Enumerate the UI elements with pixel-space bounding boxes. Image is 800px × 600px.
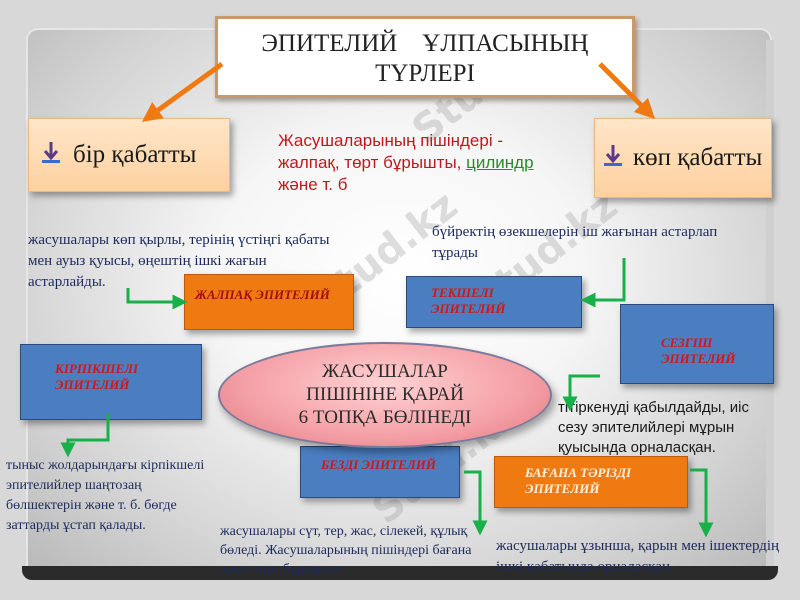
arrow-columnar xyxy=(690,468,714,538)
flat-epithelium-box: ЖАЛПАҚ ЭПИТЕЛИЙ xyxy=(184,274,354,330)
cell-shape-note: Жасушаларының пішіндері - жалпақ, төрт б… xyxy=(278,130,568,196)
cell-shape-note-text: Жасушаларының пішіндері - жалпақ, төрт б… xyxy=(278,131,503,172)
title-line-2: ТҮРЛЕРІ xyxy=(375,60,475,87)
title-box: ЭПИТЕЛИЙ ҰЛПАСЫНЫҢ ТҮРЛЕРІ xyxy=(215,16,635,98)
arrow-sensory xyxy=(562,374,600,412)
ciliated-description: тыныс жолдарындағы кірпікшелі эпителийле… xyxy=(6,458,205,533)
sensory-description: тітіркенуді қабылдайды, иіс сезу эпители… xyxy=(558,399,749,456)
center-line-2: ПІШІНІНЕ ҚАРАЙ xyxy=(306,384,464,405)
sensory-epithelium-box: СЕЗГІШ ЭПИТЕЛИЙ xyxy=(620,304,774,384)
center-line-3: 6 ТОПҚА БӨЛІНЕДІ xyxy=(298,407,472,428)
single-layer-label: бір қабатты xyxy=(73,141,197,168)
columnar-description: жасушалары ұзынша, қарын мен ішектердің … xyxy=(496,538,780,575)
center-line-1: ЖАСУШАЛАР xyxy=(322,361,448,382)
title-line-1: ЭПИТЕЛИЙ ҰЛПАСЫНЫҢ xyxy=(261,30,589,57)
multi-layer-label: көп қабатты xyxy=(633,144,763,171)
flat-description: жасушалары көп қырлы, терінің үстіңгі қа… xyxy=(28,232,330,290)
arrow-cubic xyxy=(580,258,626,308)
ciliated-epithelium-box: КІРПІКШЕЛІ ЭПИТЕЛИЙ xyxy=(20,344,202,420)
slide-frame-bottom xyxy=(22,566,778,580)
multi-layer-box: көп қабатты xyxy=(594,118,772,198)
single-layer-box: бір қабатты xyxy=(28,118,230,192)
glandular-description: жасушалары сүт, тер, жас, сілекей, құлық… xyxy=(220,524,472,577)
cell-shape-note-end: және т. б xyxy=(278,175,348,194)
cubic-description: бүйректің өзекшелерін іш жағынан астарла… xyxy=(432,224,718,261)
center-ellipse: ЖАСУШАЛАР ПІШІНІНЕ ҚАРАЙ 6 ТОПҚА БӨЛІНЕД… xyxy=(218,342,552,448)
arrow-ciliated xyxy=(60,414,110,458)
arrow-glandular xyxy=(464,470,488,536)
columnar-epithelium-box: БАҒАНА ТӘРІЗДІ ЭПИТЕЛИЙ xyxy=(494,456,688,508)
cubic-epithelium-box: ТЕКШЕЛІ ЭПИТЕЛИЙ xyxy=(406,276,582,328)
arrow-to-multi-layer xyxy=(598,62,656,120)
bullet-arrow-icon xyxy=(41,140,63,171)
bullet-arrow-icon xyxy=(603,143,625,174)
cylinder-highlight: цилиндр xyxy=(466,153,534,172)
glandular-epithelium-box: БЕЗДІ ЭПИТЕЛИЙ xyxy=(300,446,460,498)
arrow-flat xyxy=(126,288,188,310)
arrow-to-single-layer xyxy=(141,61,224,122)
